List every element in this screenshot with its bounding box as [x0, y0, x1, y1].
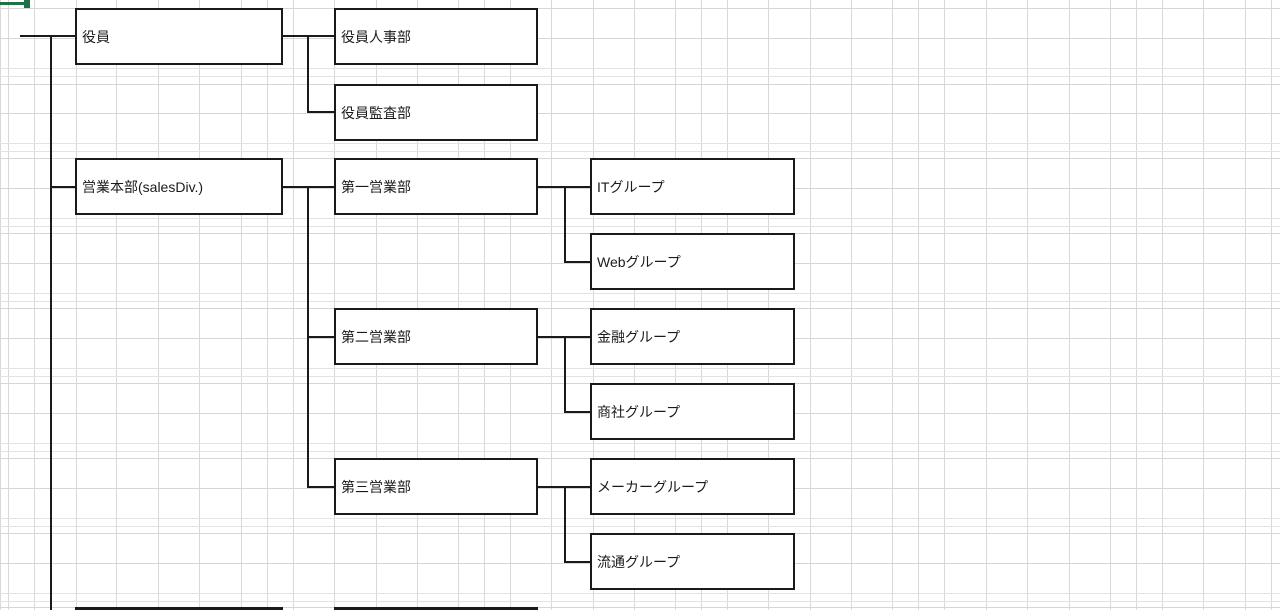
org-node-box[interactable]: Webグループ	[590, 233, 795, 290]
org-node-box[interactable]: 役員人事部	[334, 8, 538, 65]
connector-line-n1-to-n2[interactable]	[307, 35, 336, 37]
org-node-label: 営業本部(salesDiv.)	[82, 178, 204, 195]
org-node-label: 第一営業部	[341, 178, 411, 195]
org-node-box[interactable]: 役員監査部	[334, 84, 538, 141]
org-node-box[interactable]: 第三営業部	[334, 458, 538, 515]
org-node-label: 金融グループ	[597, 328, 681, 345]
connector-line-n5-out[interactable]	[538, 186, 566, 188]
connector-line-n4-to-n6[interactable]	[307, 336, 336, 338]
org-node-label: メーカーグループ	[597, 478, 709, 495]
connector-line-n5-trunk[interactable]	[564, 186, 566, 262]
connector-line-n7-to-n13[interactable]	[564, 561, 592, 563]
connector-line-n4-out[interactable]	[283, 186, 310, 188]
org-node-box[interactable]: 第一営業部	[334, 158, 538, 215]
org-node-box[interactable]: 金融グループ	[590, 308, 795, 365]
connector-line-n5-to-n8[interactable]	[564, 186, 592, 188]
connector-line-n4-to-n7[interactable]	[307, 486, 336, 488]
connector-line-n7-out[interactable]	[538, 486, 566, 488]
org-node-box[interactable]: ITグループ	[590, 158, 795, 215]
connector-line-n6-to-n11[interactable]	[564, 411, 592, 413]
org-node-label: 役員人事部	[341, 28, 411, 45]
org-node-box[interactable]: 商社グループ	[590, 383, 795, 440]
active-cell-selection-border	[0, 2, 28, 5]
org-node-box[interactable]: メーカーグループ	[590, 458, 795, 515]
connector-line-n7-to-n12[interactable]	[564, 486, 592, 488]
org-node-box[interactable]: 第二営業部	[334, 308, 538, 365]
org-node-label: 流通グループ	[597, 553, 681, 570]
connector-line-root-trunk[interactable]	[50, 35, 52, 610]
org-node-label: Webグループ	[597, 253, 681, 270]
connector-line-n7-trunk[interactable]	[564, 486, 566, 562]
connector-line-n4-to-n5[interactable]	[307, 186, 336, 188]
connector-line-n1-out[interactable]	[283, 35, 310, 37]
org-node-box[interactable]: 役員	[75, 8, 283, 65]
org-node-box[interactable]: 営業本部(salesDiv.)	[75, 158, 283, 215]
connector-line-root-to-n4[interactable]	[50, 186, 77, 188]
org-node-label: 第三営業部	[341, 478, 411, 495]
connector-line-n6-out[interactable]	[538, 336, 566, 338]
org-node-label: ITグループ	[597, 178, 665, 195]
connector-line-root-to-n1[interactable]	[50, 35, 77, 37]
connector-line-n6-trunk[interactable]	[564, 336, 566, 412]
connector-line-n5-to-n9[interactable]	[564, 261, 592, 263]
org-node-label: 第二営業部	[341, 328, 411, 345]
org-node-label: 役員監査部	[341, 104, 411, 121]
org-node-label: 商社グループ	[597, 403, 681, 420]
org-node-label: 役員	[82, 28, 110, 45]
org-node-box[interactable]: 流通グループ	[590, 533, 795, 590]
fill-handle-icon[interactable]	[24, 0, 30, 8]
connector-line-n6-to-n10[interactable]	[564, 336, 592, 338]
connector-line-n1-to-n3[interactable]	[307, 111, 336, 113]
connector-line-n1-trunk[interactable]	[307, 35, 309, 112]
connector-line-root-stub[interactable]	[20, 35, 51, 37]
